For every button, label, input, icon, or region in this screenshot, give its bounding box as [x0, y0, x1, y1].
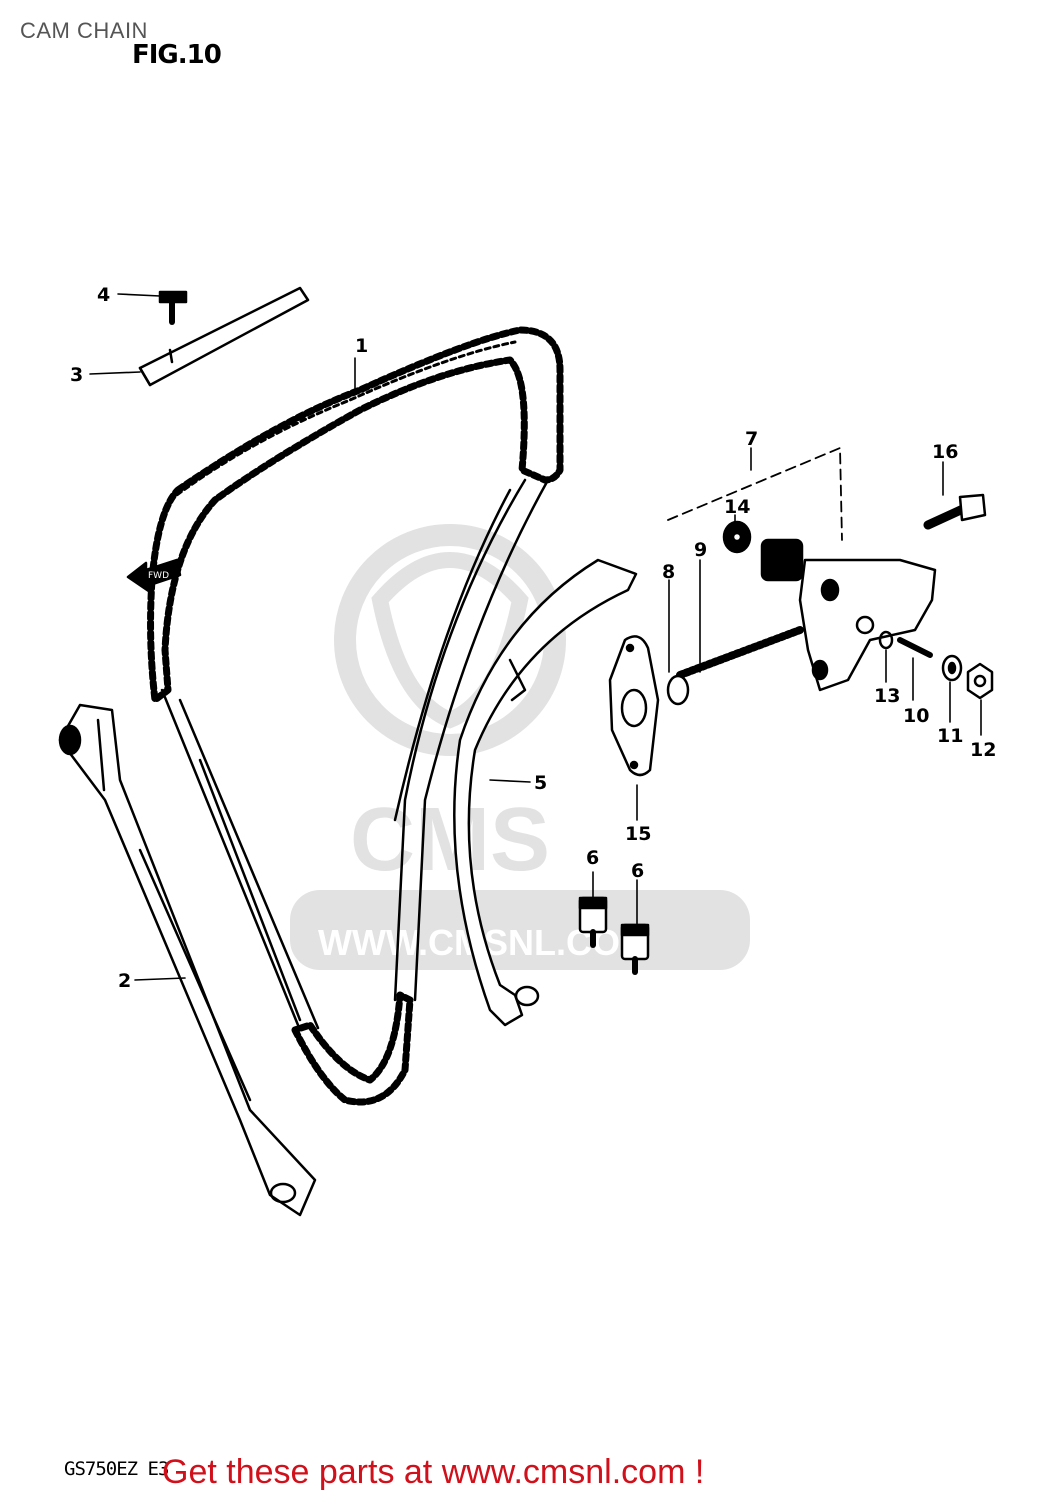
part-3-upper-guide [138, 286, 310, 387]
callout-13: 13 [874, 685, 900, 707]
part-13-washer [878, 630, 894, 650]
callout-5: 5 [534, 772, 547, 794]
callout-8: 8 [662, 561, 675, 583]
promo-link[interactable]: Get these parts at www.cmsnl.com ! [162, 1453, 705, 1491]
callout-10: 10 [903, 705, 929, 727]
callout-16: 16 [932, 441, 958, 463]
part-16-bolt [923, 493, 987, 530]
callout-14: 14 [724, 496, 750, 518]
part-10-pin [897, 637, 933, 658]
callout-11: 11 [937, 725, 963, 747]
watermark-brand: CMS [350, 790, 550, 890]
part-6-damper-left [578, 896, 608, 948]
callout-4: 4 [97, 284, 110, 306]
part-4-screw [158, 290, 188, 325]
part-2-left-guide [58, 703, 317, 1217]
callout-9: 9 [694, 539, 707, 561]
part-6-damper-right [620, 923, 650, 975]
callout-3: 3 [70, 364, 83, 386]
watermark: CMS WWW.CMSNL.COM [290, 524, 750, 970]
callout-2: 2 [118, 970, 131, 992]
part-7-tensioner-assembly [666, 447, 937, 706]
page-title: CAM CHAIN [20, 18, 148, 43]
part-11-washer [941, 654, 963, 682]
figure-label: FIG.10 [132, 40, 222, 70]
part-12-nut [966, 662, 994, 700]
part-14-nut [722, 520, 752, 554]
model-code: GS750EZ E3 [64, 1458, 169, 1480]
callout-1: 1 [355, 335, 368, 357]
fwd-label: FWD [148, 571, 169, 581]
callout-6-left: 6 [586, 847, 599, 869]
part-1-cam-chain [147, 326, 564, 1106]
part-15-gasket [608, 635, 660, 777]
callout-12: 12 [970, 739, 996, 761]
fwd-arrow-icon: FWD [126, 558, 182, 594]
callout-6-right: 6 [631, 860, 644, 882]
callout-7: 7 [745, 428, 758, 450]
part-5-tensioner-blade [453, 558, 638, 1027]
callout-15: 15 [625, 823, 651, 845]
